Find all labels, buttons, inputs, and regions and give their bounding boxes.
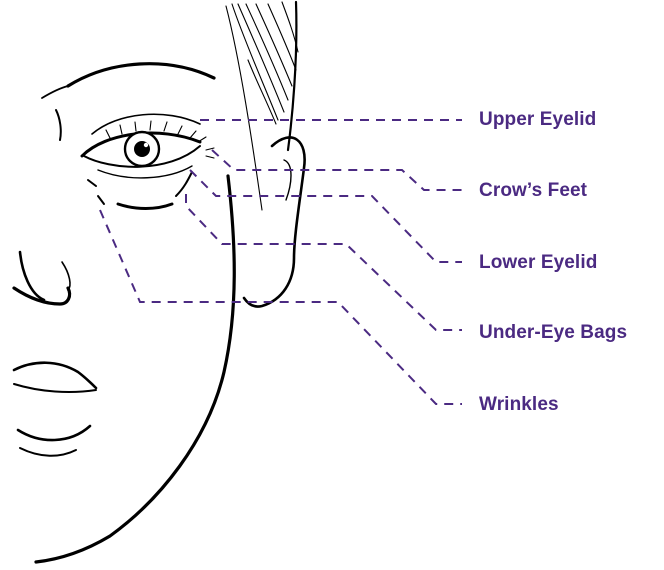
leader-lines: [99, 119, 462, 405]
label-crows-feet: Crow’s Feet: [479, 180, 588, 201]
hair-strand: [231, 3, 279, 121]
label-under-eye-bags: Under-Eye Bags: [479, 322, 628, 343]
nose-wing: [61, 261, 71, 291]
pupil: [134, 141, 150, 157]
ear: [242, 136, 306, 308]
hair-strand: [237, 3, 285, 113]
hair-strand: [255, 3, 293, 87]
leader-wrinkles: [99, 209, 462, 405]
hair-strands: [225, 0, 299, 211]
hair-strand: [247, 59, 277, 125]
lower-lip: [16, 424, 92, 442]
eyebrow-inner: [41, 85, 69, 99]
chin-crease: [19, 447, 77, 457]
upper-eyelid-crease: [91, 113, 201, 135]
inner-corner-marks: [87, 179, 105, 205]
leader-lower-eyelid: [189, 169, 462, 263]
hair-strand: [267, 3, 297, 71]
upper-lip: [12, 361, 98, 390]
hair-strand: [225, 5, 263, 211]
nostril: [12, 286, 72, 306]
eyebrow: [66, 62, 216, 88]
label-upper-eyelid: Upper Eyelid: [479, 109, 597, 130]
leader-crows-feet: [211, 149, 462, 191]
label-lower-eyelid: Lower Eyelid: [479, 252, 598, 273]
under-eye-bag-line: [116, 202, 174, 210]
label-wrinkles: Wrinkles: [479, 394, 559, 415]
eyelashes: [105, 120, 207, 143]
ear-inner: [283, 159, 292, 201]
hairline-edge: [286, 0, 298, 152]
under-eye-fold: [175, 171, 193, 197]
forehead-contour: [55, 109, 62, 141]
hair-strand: [245, 3, 289, 101]
eye-highlight: [143, 142, 149, 148]
jawline: [34, 174, 236, 564]
lower-eyelid-line: [97, 165, 193, 179]
leader-under-eye-bags: [185, 194, 462, 331]
nose-bridge: [18, 250, 46, 302]
crows-feet-lines: [205, 147, 215, 159]
lip-line: [13, 383, 97, 393]
